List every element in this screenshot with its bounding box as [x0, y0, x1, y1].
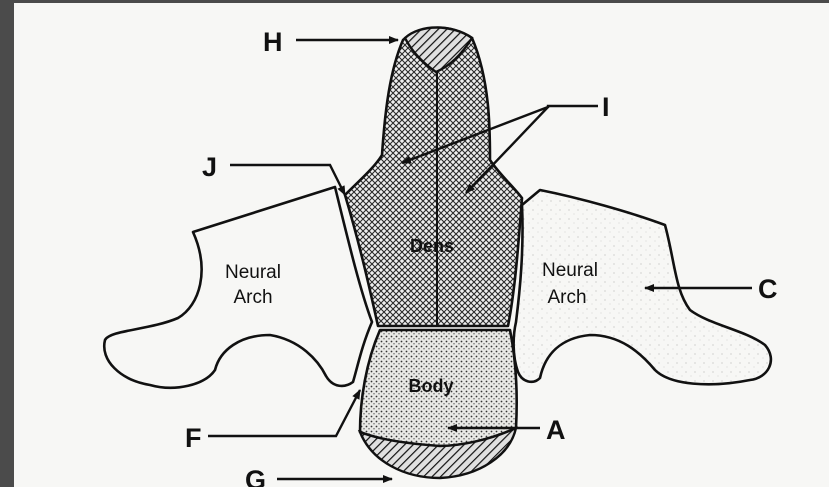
label-g: G — [245, 465, 266, 487]
neural-arch-right-label-line2: Arch — [547, 287, 586, 308]
label-i: I — [602, 92, 610, 122]
body-label: Body — [409, 376, 454, 396]
label-j: J — [202, 152, 217, 182]
neural-arch-left-label-line2: Arch — [233, 287, 272, 308]
label-c: C — [758, 274, 778, 304]
pointer-f-line — [208, 390, 360, 436]
dens-label: Dens — [410, 236, 454, 256]
neural-arch-left-label-line1: Neural — [225, 262, 281, 283]
label-a: A — [546, 415, 566, 445]
label-f: F — [185, 423, 202, 453]
dens-shape — [345, 28, 522, 326]
label-h: H — [263, 27, 283, 57]
neural-arch-right-label-line1: Neural — [542, 260, 598, 281]
pointer-i-line — [548, 106, 598, 108]
